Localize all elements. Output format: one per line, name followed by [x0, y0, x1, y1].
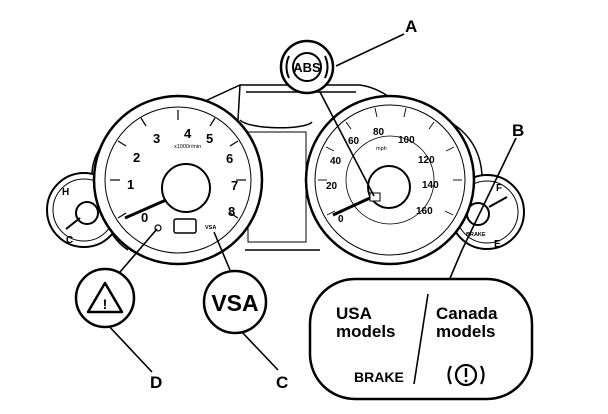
temperature-gauge: H C [46, 172, 122, 248]
tachometer: 0 1 2 3 4 5 6 7 8 x1000r/min VSA [92, 94, 264, 266]
mph-tick-80: 80 [373, 127, 385, 138]
leader-b [461, 137, 517, 251]
panel-divider [413, 293, 429, 385]
leader-abs-to-gauge [319, 91, 375, 197]
callout-c: C [276, 373, 288, 392]
usa-models-line1: USA [336, 304, 372, 323]
speedometer-ticks [318, 107, 462, 216]
callout-d: D [150, 373, 162, 392]
leader-c-to-gauge [213, 231, 231, 271]
tach-tick-0: 0 [141, 210, 148, 225]
mph-tick-20: 20 [326, 181, 338, 192]
tach-needle [124, 198, 167, 220]
mph-tick-160: 160 [416, 206, 433, 217]
mph-tick-120: 120 [418, 155, 435, 166]
brake-canada-icon [447, 363, 485, 387]
temp-c-label: C [66, 235, 73, 246]
tach-unit: x1000r/min [174, 144, 201, 150]
mph-tick-140: 140 [422, 180, 439, 191]
speedometer-unit: mph [376, 146, 387, 152]
tach-tick-6: 6 [226, 151, 233, 166]
speedometer-abs-light [369, 192, 381, 202]
leader-c [239, 329, 279, 371]
tach-tick-7: 7 [231, 178, 238, 193]
canada-models-line1: Canada [436, 304, 498, 323]
tachometer-ticks [110, 110, 246, 219]
usa-models-line2: models [336, 322, 396, 341]
small-vsa-label: VSA [205, 225, 216, 231]
leader-d [104, 321, 153, 373]
fuel-e-label: E [494, 239, 501, 250]
small-brake-label: BRAKE [466, 232, 486, 238]
canada-models-line2: models [436, 322, 496, 341]
speedometer-hub [367, 165, 411, 209]
vsa-icon: VSA [211, 290, 258, 316]
warning-callout: ! [74, 267, 136, 329]
tach-display [173, 218, 197, 234]
fuel-f-label: F [496, 183, 502, 194]
warning-icon-mark: ! [103, 296, 108, 312]
leader-a [335, 33, 405, 67]
vsa-callout: VSA [202, 269, 268, 335]
leader-lines [104, 33, 517, 373]
mph-tick-40: 40 [330, 156, 342, 167]
tach-tick-2: 2 [133, 150, 140, 165]
temp-h-label: H [62, 187, 69, 198]
callout-a: A [405, 17, 417, 36]
leader-d-to-gauge [119, 228, 158, 273]
abs-icon-label: ABS [293, 60, 321, 75]
tach-tick-8: 8 [228, 204, 235, 219]
tach-tick-5: 5 [206, 131, 213, 146]
abs-callout: ABS [279, 39, 335, 95]
mph-tick-0: 0 [338, 214, 344, 225]
mph-tick-60: 60 [348, 136, 360, 147]
tach-tick-1: 1 [127, 177, 134, 192]
tach-hub [161, 163, 211, 213]
tach-tick-4: 4 [184, 126, 192, 141]
abs-icon [292, 52, 322, 82]
small-warning-light [154, 224, 162, 232]
tach-tick-3: 3 [153, 131, 160, 146]
brake-callout-panel: USA models Canada models BRAKE [308, 277, 534, 401]
speedometer-needle [332, 196, 371, 217]
mph-tick-100: 100 [398, 135, 415, 146]
speedometer: 0 20 40 60 80 100 120 140 160 mph [304, 94, 476, 266]
brake-usa-icon: BRAKE [354, 369, 404, 385]
callout-b: B [512, 121, 524, 140]
warning-triangle-icon [86, 281, 124, 314]
